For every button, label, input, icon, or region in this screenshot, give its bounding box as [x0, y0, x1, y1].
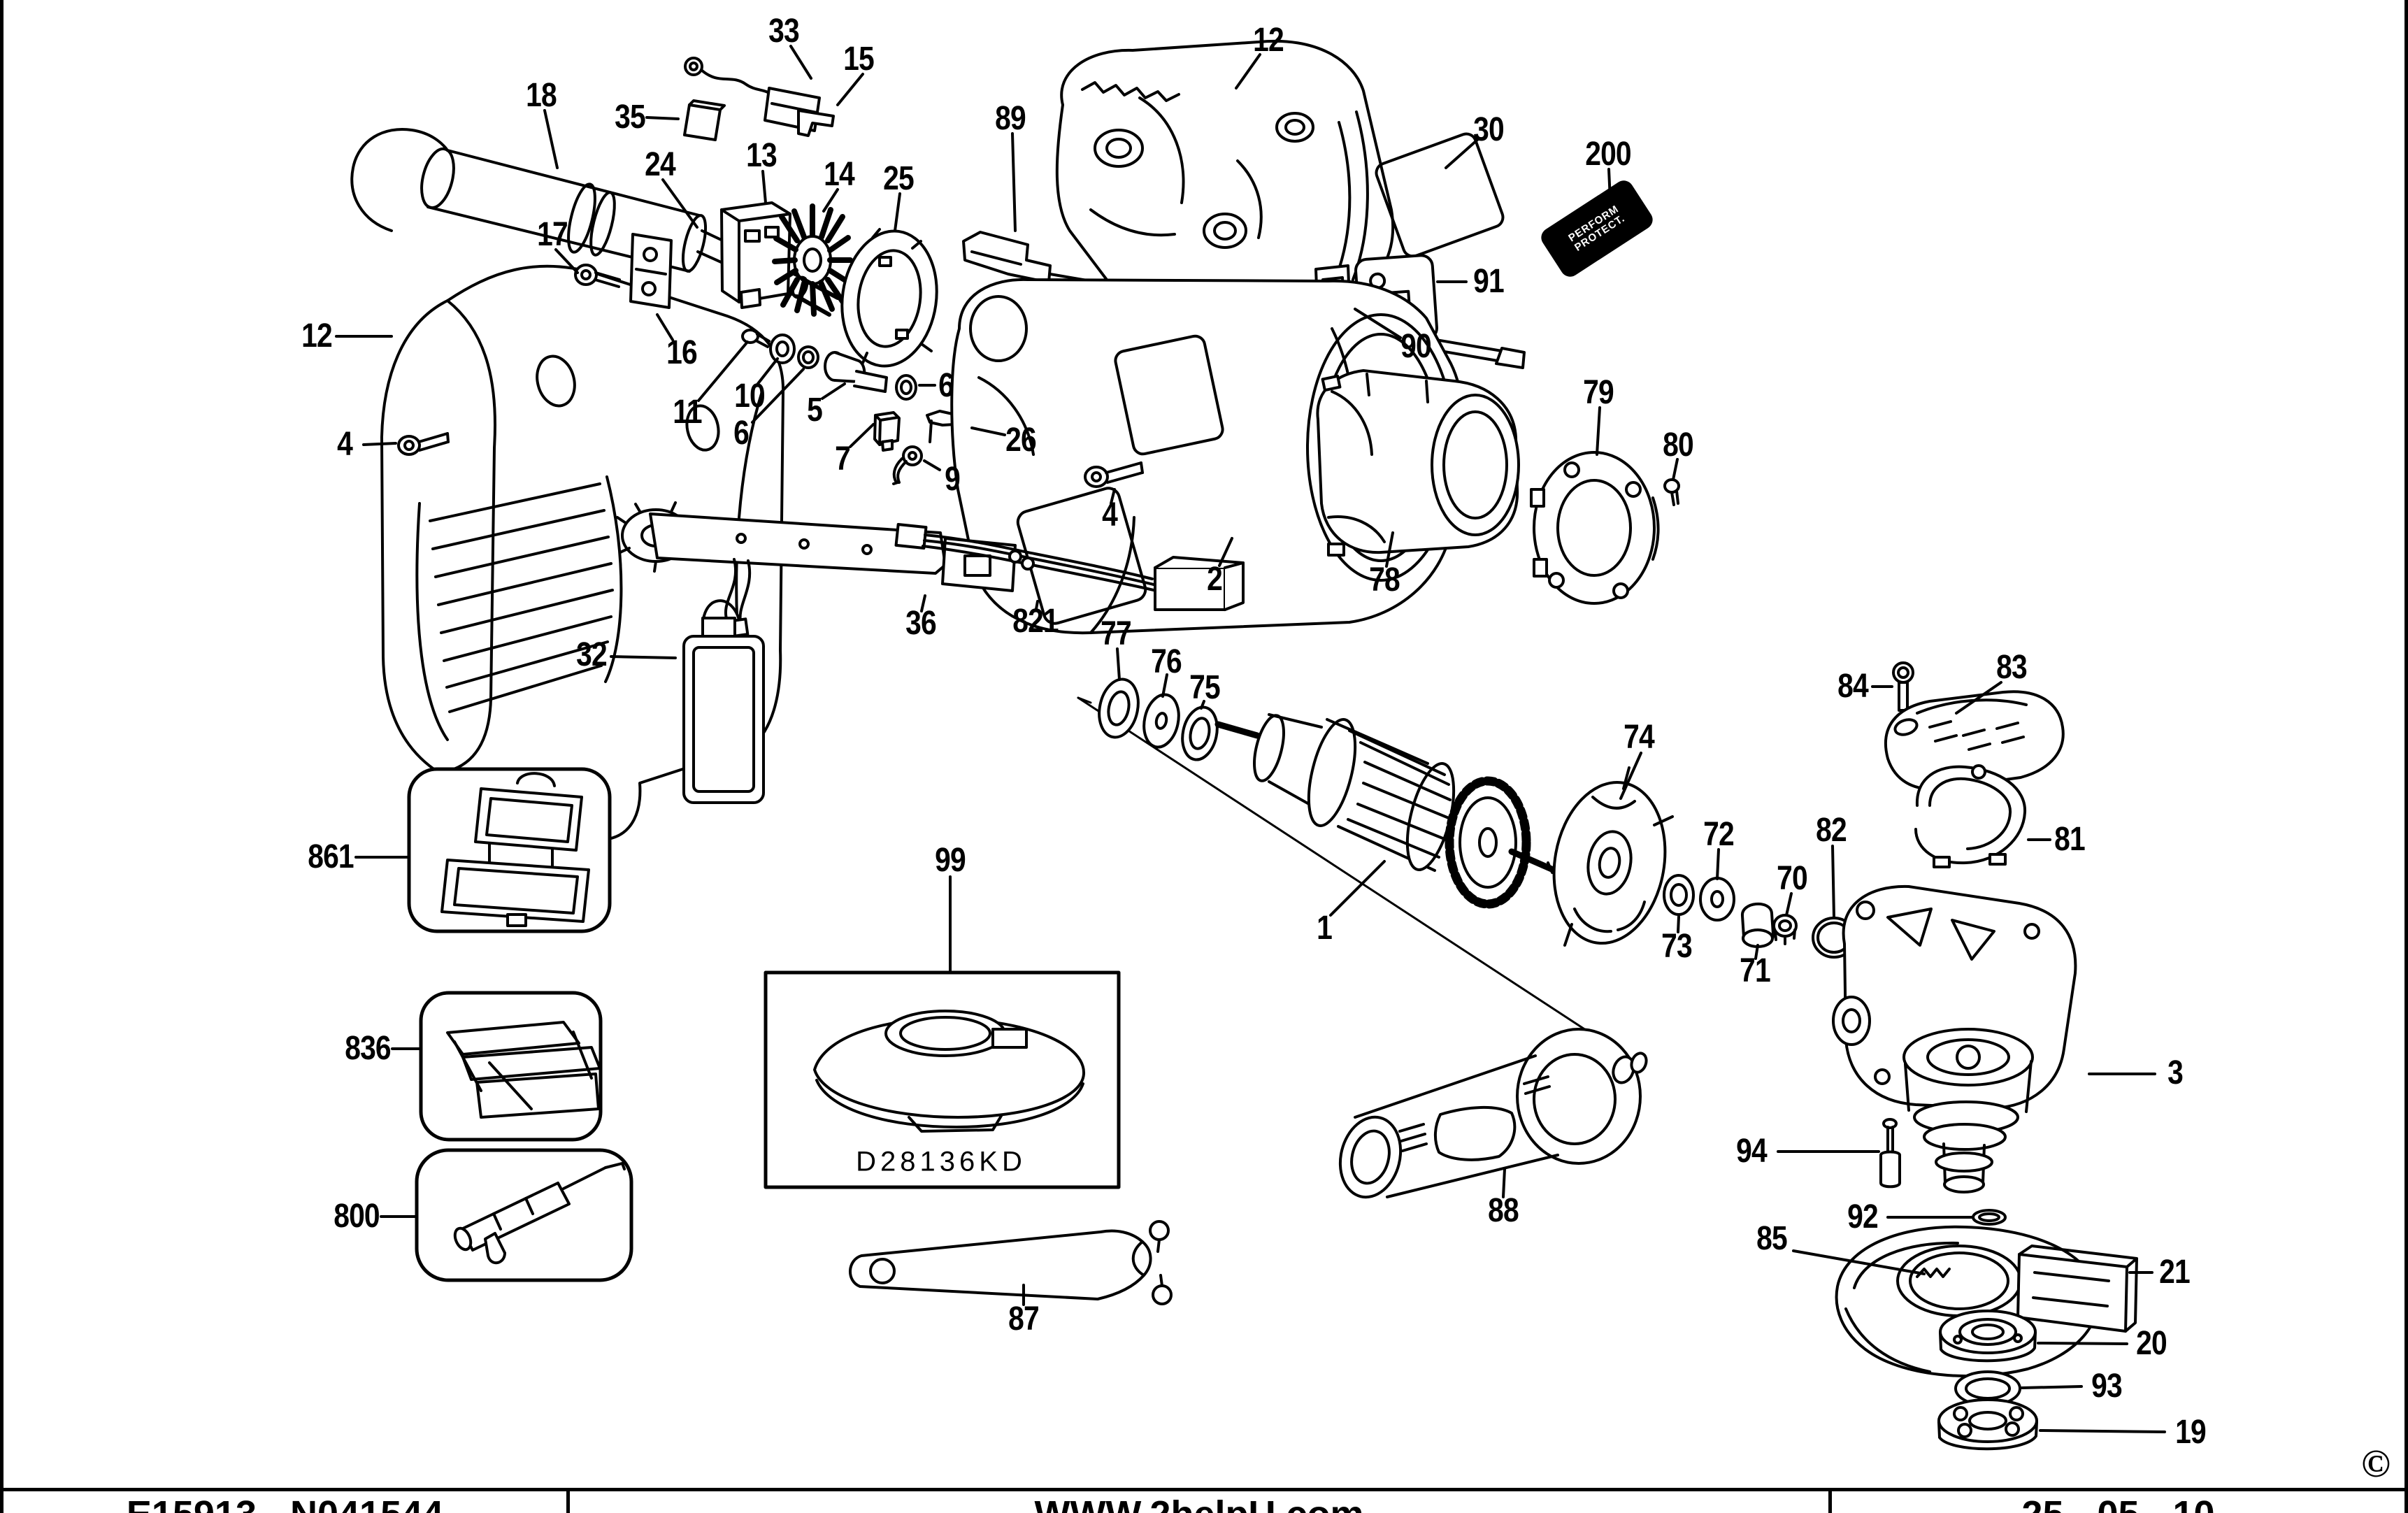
- part-drawing-fan-14: [772, 203, 853, 317]
- part-drawing-washer-73: [1663, 874, 1695, 916]
- part-drawing-oring-93: [1954, 1370, 2021, 1407]
- footer-website-cell: WWW.2helpU.com: [570, 1491, 1828, 1513]
- part-drawing-screw-84: [1892, 661, 1914, 712]
- leader-lines: [335, 45, 2166, 1433]
- phantom-axis-line: [1077, 696, 1632, 1061]
- part-drawing-wrench-87: [849, 1220, 1173, 1305]
- part-drawing-screw-4-motor: [1084, 461, 1144, 488]
- part-drawing-label-821: [1016, 487, 1147, 625]
- footer-date-cell: 25 - 05 - 10: [1832, 1491, 2405, 1513]
- part-drawing-bearing-71: [1741, 903, 1775, 948]
- page-border-left: [0, 0, 3, 1513]
- footer-divider-2: [1828, 1488, 1832, 1513]
- part-drawing-spring-85: [1916, 1268, 1951, 1278]
- part-drawing-screw-17: [574, 264, 621, 288]
- footer-top-rule: [0, 1488, 2408, 1491]
- page-border-right: [2405, 0, 2408, 1513]
- part-drawing-clip-81: [1914, 764, 2027, 868]
- part-drawing-bracket-16: [629, 233, 673, 309]
- part-drawing-label-30: [1375, 132, 1505, 258]
- footer-date: 25 - 05 - 10: [1832, 1496, 2405, 1513]
- part-drawing-harness-36: [894, 522, 1245, 611]
- part-drawing-button-7: [873, 411, 901, 452]
- part-drawing-baffle-25: [840, 228, 938, 368]
- part-drawing-screw-80: [1663, 478, 1680, 506]
- part-drawing-pin-94: [1879, 1118, 1901, 1189]
- part-drawing-field-78: [1316, 369, 1520, 557]
- footer-doc-number-cell: E15913 - N041544: [3, 1491, 566, 1513]
- part-drawing-flange-79: [1530, 451, 1660, 605]
- part-drawing-guard-kit-99: [764, 970, 1121, 1189]
- part-drawing-grease-800: [415, 1148, 633, 1282]
- footer-divider-1: [566, 1488, 570, 1513]
- part-drawing-fan-baffle-74: [1552, 766, 1674, 947]
- footer-doc-number: E15913 - N041544: [3, 1496, 566, 1513]
- part-drawing-tube-18: [350, 128, 708, 273]
- part-drawing-screw-4-left: [397, 432, 450, 456]
- part-drawing-toolbox-836: [419, 991, 603, 1142]
- part-drawing-gearcase-3: [1832, 884, 2077, 1193]
- part-drawing-washer-72: [1699, 877, 1735, 922]
- part-drawing-clip-15: [797, 109, 835, 137]
- part-drawing-armature-1: [1098, 677, 1561, 909]
- part-drawing-flange-20: [1939, 1310, 2037, 1363]
- part-drawing-nut-19: [1937, 1398, 2038, 1451]
- part-drawing-lever-9: [892, 445, 923, 485]
- part-drawing-shaft-hardware: [741, 329, 917, 401]
- part-drawing-pad-35: [683, 99, 726, 141]
- part-drawing-handle-88: [1338, 1028, 1648, 1199]
- copyright-symbol: ©: [2361, 1442, 2391, 1486]
- footer-website: WWW.2helpU.com: [570, 1496, 1828, 1513]
- part-drawing-module-32: [616, 501, 1017, 804]
- part-drawing-oring-92: [1972, 1209, 2007, 1226]
- part-drawing-kitbox-861: [407, 767, 612, 933]
- part-drawing-nut-70: [1772, 914, 1798, 945]
- model-number-label: D28136KD: [856, 1146, 1026, 1177]
